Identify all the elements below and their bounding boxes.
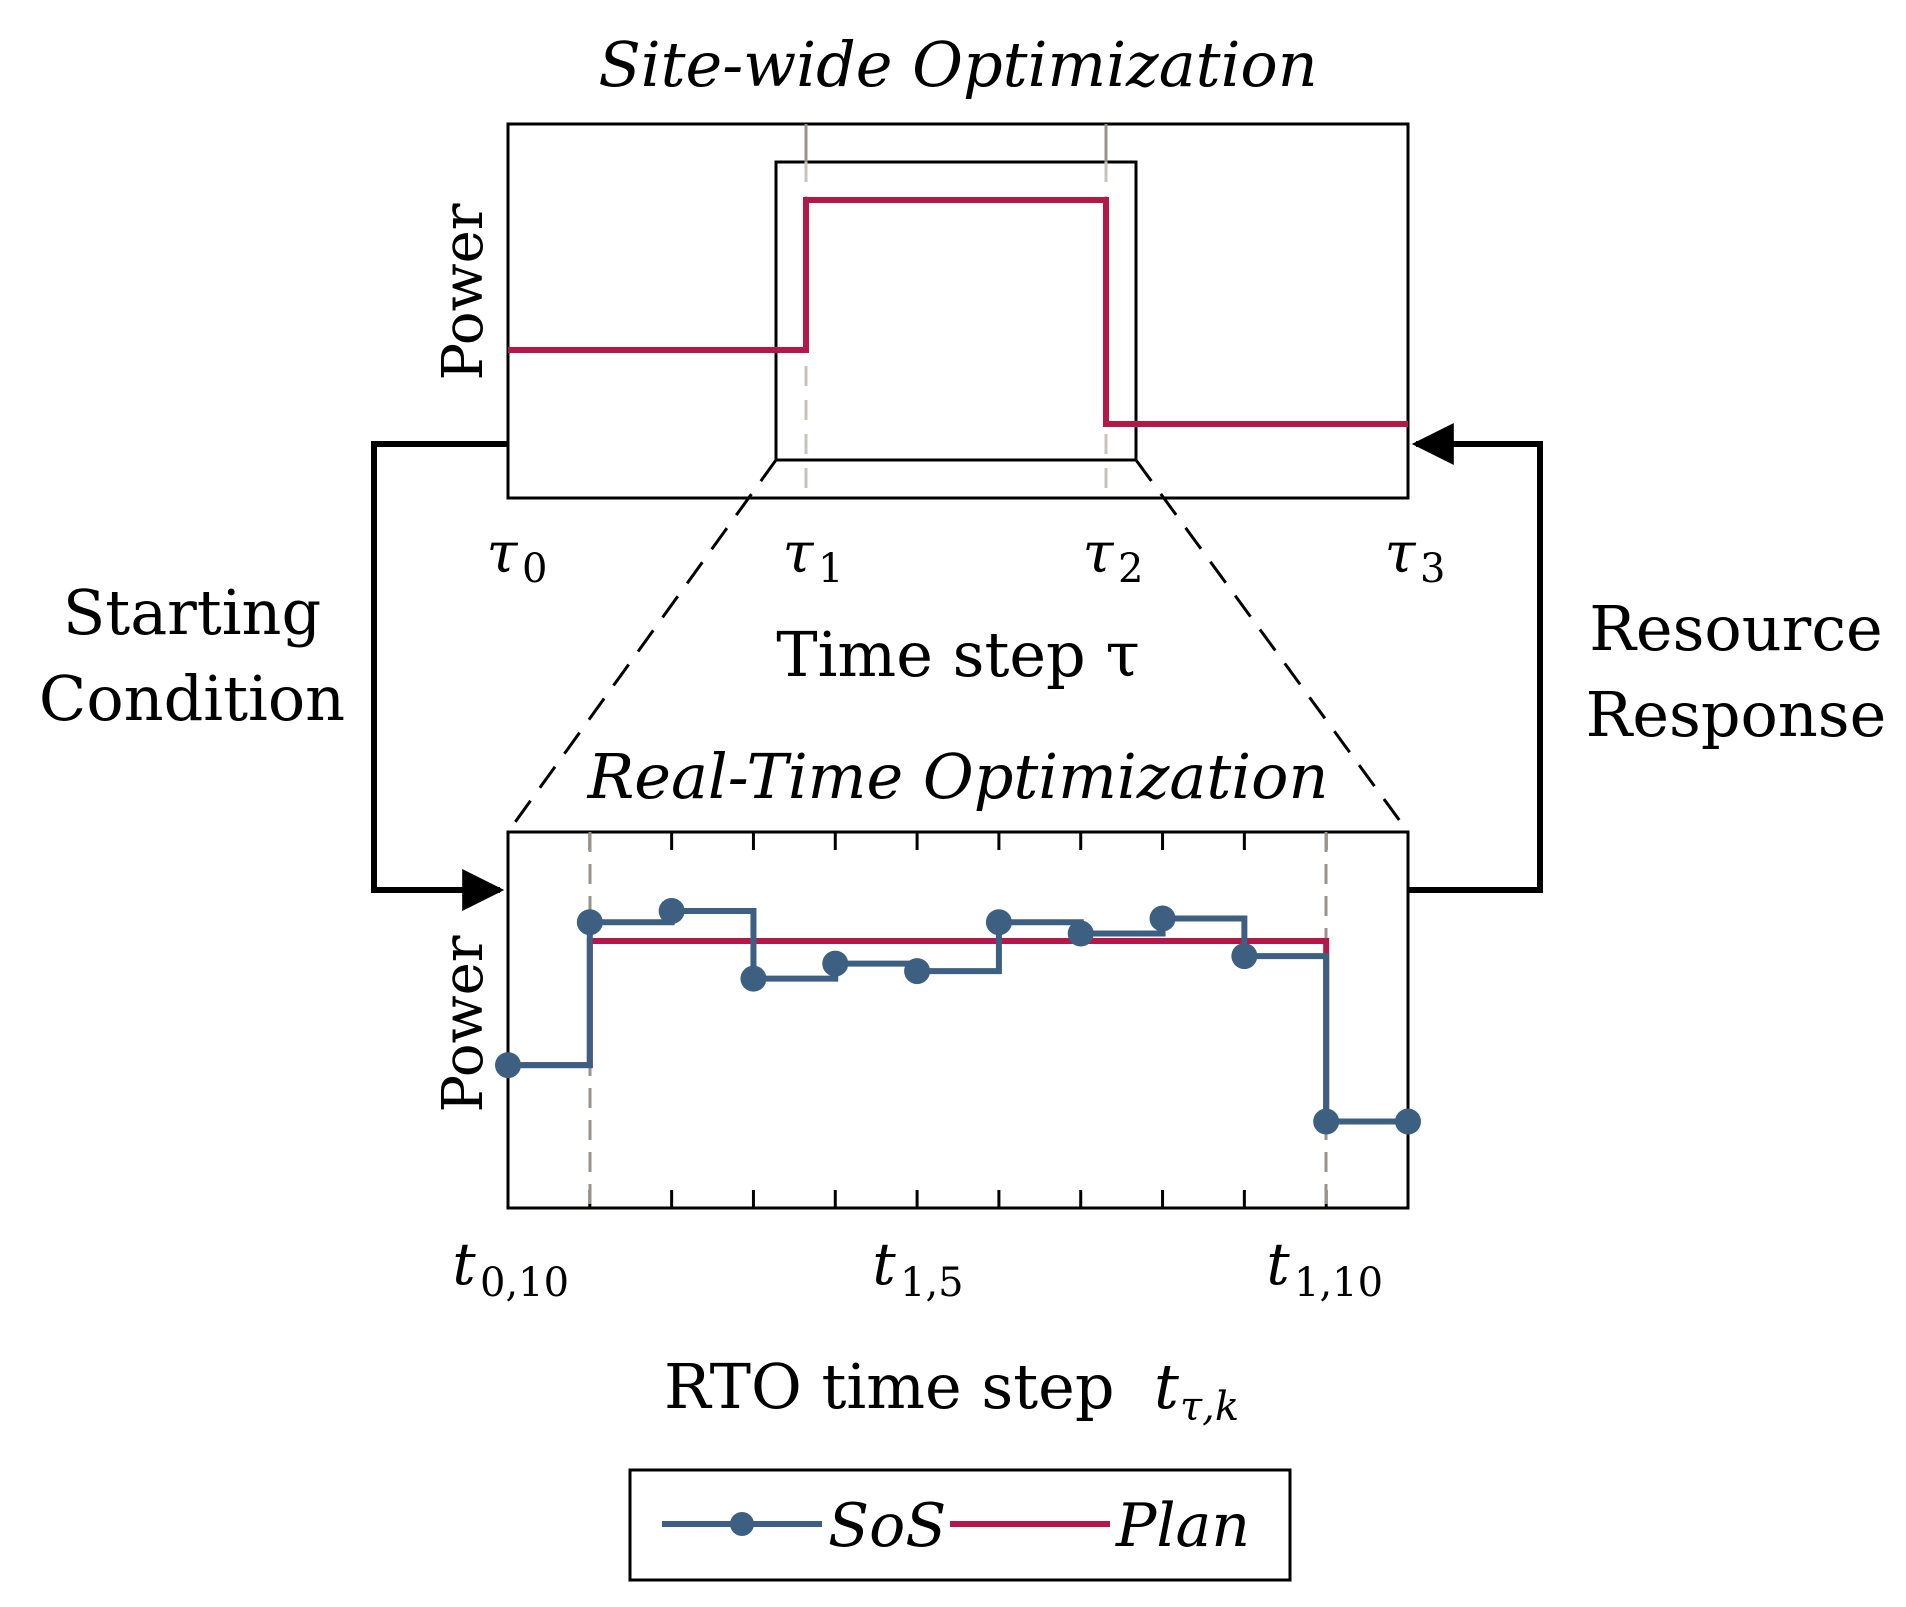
sos-point	[1149, 905, 1176, 932]
plan-series-line	[508, 938, 1408, 1125]
sos-point	[1231, 943, 1258, 970]
svg-text:t: t	[452, 1230, 476, 1298]
svg-text:2: 2	[1118, 546, 1143, 592]
svg-text:1,5: 1,5	[900, 1260, 964, 1306]
sos-point	[576, 909, 603, 936]
top-panel-xlabel: Time step τ	[776, 618, 1140, 691]
top-plan-series	[508, 197, 1408, 427]
sos-point	[1067, 920, 1094, 947]
top-tick-tau1: τ 1	[783, 521, 844, 592]
resource-response-arrow	[1408, 423, 1543, 893]
bottom-panel-ylabel: Power	[431, 935, 496, 1112]
legend: SoS Plan	[628, 1468, 1292, 1582]
svg-text:t: t	[872, 1230, 896, 1298]
bottom-panel-xlabel: RTO time step t τ,k	[664, 1350, 1239, 1430]
top-tick-tau2: τ 2	[1083, 521, 1144, 592]
resource-label-line1: Resource	[1589, 592, 1883, 665]
bottom-tick-t0-10: t 0,10	[452, 1230, 569, 1306]
svg-text:0: 0	[522, 546, 547, 592]
svg-text:τ,k: τ,k	[1180, 1384, 1239, 1430]
svg-text:RTO time step: RTO time step	[664, 1350, 1115, 1423]
svg-text:3: 3	[1420, 546, 1445, 592]
legend-sos-label: SoS	[828, 1491, 946, 1561]
legend-sos-marker	[730, 1512, 754, 1536]
bottom-panel-title: Real-Time Optimization	[587, 740, 1329, 813]
top-tick-tau3: τ 3	[1385, 521, 1446, 592]
sos-point	[1313, 1108, 1340, 1135]
top-panel-frame	[506, 122, 1410, 500]
bottom-tick-t1-10: t 1,10	[1266, 1230, 1383, 1306]
svg-text:τ: τ	[1385, 521, 1417, 586]
starting-label-line1: Starting	[63, 576, 321, 649]
sos-point	[822, 950, 849, 977]
svg-text:τ: τ	[487, 521, 519, 586]
sos-point	[1395, 1108, 1421, 1135]
sos-point	[495, 1052, 521, 1079]
svg-text:τ: τ	[783, 521, 815, 586]
bottom-panel-frame	[506, 830, 1410, 1210]
bottom-panel-ticks	[588, 832, 1328, 1208]
svg-text:1,10: 1,10	[1294, 1260, 1383, 1306]
starting-condition-arrow	[371, 441, 508, 911]
sos-point	[904, 958, 931, 985]
top-panel-title: Site-wide Optimization	[598, 28, 1317, 101]
svg-text:τ: τ	[1083, 521, 1115, 586]
top-panel-ylabel: Power	[431, 203, 496, 380]
resource-label-line2: Response	[1586, 678, 1887, 751]
legend-plan-label: Plan	[1115, 1491, 1250, 1561]
top-tick-tau0: τ 0	[487, 521, 548, 592]
svg-text:t: t	[1266, 1230, 1290, 1298]
sos-point	[658, 897, 685, 924]
sos-point	[985, 909, 1012, 936]
sos-point	[740, 965, 767, 992]
starting-label-line2: Condition	[39, 662, 345, 735]
svg-text:1: 1	[818, 546, 843, 592]
svg-text:0,10: 0,10	[480, 1260, 569, 1306]
svg-text:t: t	[1154, 1350, 1179, 1423]
zoom-connector-right	[1134, 459, 1410, 833]
bottom-series-group	[495, 897, 1421, 1135]
zoom-connector-left	[506, 459, 778, 833]
zoom-window	[774, 160, 1138, 462]
bottom-tick-t1-5: t 1,5	[872, 1230, 963, 1306]
